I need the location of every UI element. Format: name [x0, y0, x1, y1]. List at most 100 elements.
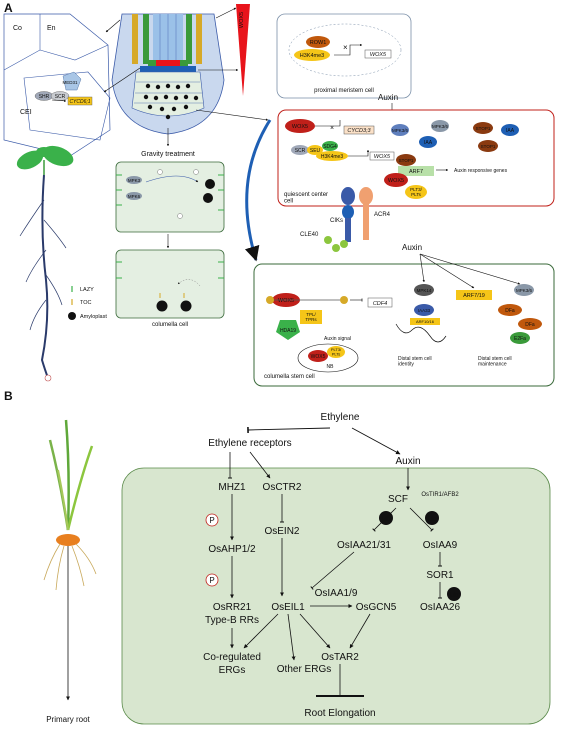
csc-dfa: DFa [505, 308, 515, 314]
qc-block-x: × [330, 125, 334, 132]
ub-1: Ub [382, 516, 391, 523]
other-ergs: Other ERGs [277, 664, 331, 675]
qc-arf7: ARF7 [409, 169, 423, 175]
csc-e2fa: E2Fa [514, 336, 526, 342]
csc-mpk14: MPK14 [417, 288, 432, 293]
mpk6-label: MPK6 [128, 194, 141, 199]
csc-wox5b: WOX5 [311, 354, 326, 360]
ethylene: Ethylene [321, 412, 360, 423]
wox5-gradient: WOX5 [236, 4, 250, 96]
csc-dfa2: DFa [525, 322, 535, 328]
qc-plt: PLT3/PLTs [410, 187, 422, 197]
wox5-gene: WOX5 [370, 52, 387, 58]
csc-iaa33: IAA33 [418, 308, 431, 313]
qc-stop1c: STOP1 [399, 158, 414, 163]
blue-curve-arrow [244, 119, 272, 262]
root-tip-diagram [111, 13, 225, 135]
cei-diagram: Co En CEI MED31 SHR SCR CYCD6;1 [3, 13, 111, 157]
columella-cell-1: MPK3 MPK6 [115, 161, 225, 233]
ostar2: OsTAR2 [321, 652, 359, 663]
csc-auxin-signal: Auxin signal [324, 336, 351, 342]
qc-auxin-genes: Auxin responsive genes [454, 168, 508, 174]
quiescent-center-box: WOX5 × CYCD3;3 SCR SEU SDG4 H3K4me3 WOX5… [277, 109, 555, 207]
legend-amyloplast: Amyloplast [80, 314, 107, 320]
ciks-acr4-receptor: CIKs ACR4 CLE40 [300, 187, 391, 252]
proximal-meristem-box: ROW1 H3K4me3 × WOX5 proximal meristem ce… [276, 13, 412, 99]
med31-label: MED31 [62, 80, 78, 85]
acr4-label: ACR4 [374, 212, 391, 218]
sor1: SOR1 [426, 570, 454, 581]
qc-auxin: Auxin [378, 93, 398, 102]
osein2: OsEIN2 [264, 526, 299, 537]
proximal-title: proximal meristem cell [314, 88, 374, 94]
legend: LAZY TOC Amyloplast [68, 286, 107, 320]
ergs: ERGs [219, 665, 246, 676]
csc-mpk36: MPK3/6 [516, 288, 533, 293]
csc-arf1016: ARF10/16 [416, 319, 435, 324]
co-regulated: Co-regulated [203, 652, 261, 663]
en-label: En [47, 25, 56, 32]
columella-cell-2 [115, 249, 225, 319]
primary-root-label: Primary root [46, 715, 90, 724]
pathway-background [121, 467, 551, 725]
panel-a-label: A [4, 1, 13, 15]
auxin-b: Auxin [395, 456, 420, 467]
legend-toc: TOC [80, 300, 92, 306]
qc-cycd33: CYCD3;3 [347, 128, 371, 134]
qc-mpk36b: MPK3/6 [432, 124, 449, 129]
qc-sdg4: SDG4 [323, 144, 337, 150]
ub-3: Ub [450, 592, 459, 599]
gravity-title: Gravity treatment [141, 151, 195, 158]
legend-lazy: LAZY [80, 287, 94, 293]
mpk3-label: MPK3 [128, 178, 141, 183]
csc-title: columella stem cell [264, 374, 315, 380]
csc-plt: PLT3/PLTs [331, 347, 342, 356]
type-b-rrs: Type-B RRs [205, 615, 259, 626]
qc-mpk36: MPK3/6 [392, 128, 409, 133]
osiaa2131: OsIAA21/31 [337, 540, 391, 551]
columella-stem-box: WOX5 CDF4 TPL/TPRs HDA19 Auxin signal WO… [253, 263, 555, 387]
wox5-gradient-label: WOX5 [239, 12, 245, 28]
csc-cdf4: CDF4 [373, 301, 387, 307]
qc-wox5-gene: WOX5 [374, 154, 391, 160]
osahp12: OsAHP1/2 [208, 544, 256, 555]
qc-h3k4me3: H3K4me3 [321, 154, 343, 160]
qc-iaa2: IAA [506, 128, 515, 134]
qc-stop1b: STOP1 [481, 144, 496, 149]
columella-title: columella cell [152, 322, 188, 328]
cycd61-label: CYCD6;1 [69, 99, 90, 105]
osrr21: OsRR21 [213, 602, 252, 613]
rice-plant: Primary root [43, 419, 97, 724]
cle40-label: CLE40 [300, 232, 319, 238]
root-elongation: Root Elongation [304, 708, 375, 719]
block-x: × [343, 43, 348, 52]
csc-hda19: HDA19 [280, 328, 296, 334]
csc-arf719: ARF7/19 [463, 293, 485, 299]
qc-wox5c: WOX5 [388, 178, 404, 184]
scf-superscript: OsTIR1/AFB2 [421, 492, 459, 498]
osiaa26: OsIAA26 [420, 602, 460, 613]
qc-seu: SEU [310, 148, 321, 154]
co-label: Co [13, 25, 22, 32]
csc-auxin: Auxin [402, 243, 422, 252]
arabidopsis-seedling [16, 145, 74, 382]
qc-iaa: IAA [424, 140, 433, 146]
shr-label: SHR [39, 94, 50, 100]
csc-tpl: TPL/TPRs [305, 312, 317, 322]
h3k4me3-label: H3K4me3 [300, 53, 324, 59]
osiaa9: OsIAA9 [423, 540, 458, 551]
panel-b-label: B [4, 389, 13, 403]
osctr2: OsCTR2 [263, 482, 302, 493]
mhz1: MHZ1 [218, 482, 246, 493]
cei-label: CEI [20, 109, 32, 116]
scf: SCF [388, 494, 408, 505]
oseil1: OsEIL1 [271, 602, 305, 613]
osiaa19: OsIAA1/9 [315, 588, 358, 599]
scr-label: SCR [55, 94, 66, 100]
qc-stop1: STOP1 [476, 126, 491, 131]
csc-nb: NB [327, 364, 335, 370]
